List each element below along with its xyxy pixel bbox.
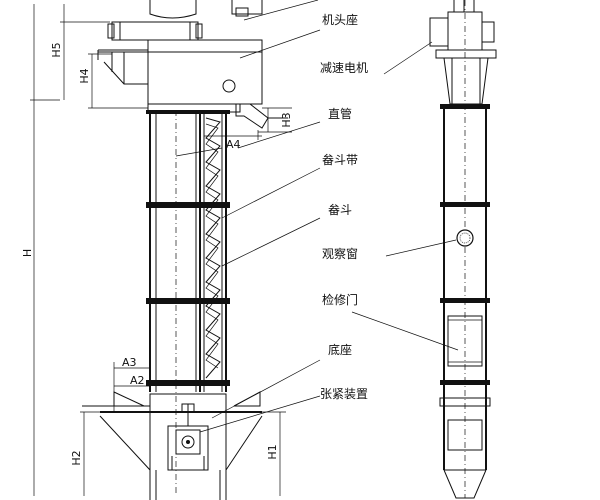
dim-H: H <box>21 249 34 257</box>
dim-H4: H4 <box>78 68 91 83</box>
label-straight-pipe: 直管 <box>328 106 352 121</box>
leader-lines <box>175 0 459 433</box>
dimension-lines: H H5 H4 H3 A4 A3 A2 H2 H1 <box>21 4 293 496</box>
dim-H1: H1 <box>266 444 279 459</box>
casing-flanges <box>146 110 230 386</box>
labels: 机头座 减速电机 直管 畚斗带 畚斗 观察窗 检修门 底座 张紧装置 <box>320 12 368 401</box>
dim-H2: H2 <box>70 450 83 465</box>
dim-A4: A4 <box>226 138 241 151</box>
bucket-chain <box>205 117 221 379</box>
label-base: 底座 <box>328 342 352 357</box>
access-door-icon <box>447 315 483 367</box>
dim-H5: H5 <box>50 42 63 57</box>
tension-device <box>167 403 209 471</box>
label-reducer-motor: 减速电机 <box>320 61 368 75</box>
label-access-door: 检修门 <box>322 292 358 307</box>
label-bucket-belt: 畚斗带 <box>322 152 358 167</box>
side-view <box>429 0 497 499</box>
dim-H3: H3 <box>280 112 293 127</box>
sight-window-icon <box>456 229 474 247</box>
label-tensioner: 张紧装置 <box>320 387 368 401</box>
front-view <box>82 0 288 500</box>
side-flanges <box>440 104 490 385</box>
label-bucket: 畚斗 <box>328 202 352 217</box>
label-head-seat: 机头座 <box>322 12 358 27</box>
dim-A2: A2 <box>130 374 145 387</box>
dim-A3: A3 <box>122 356 137 369</box>
label-sight-window: 观察窗 <box>322 247 358 261</box>
